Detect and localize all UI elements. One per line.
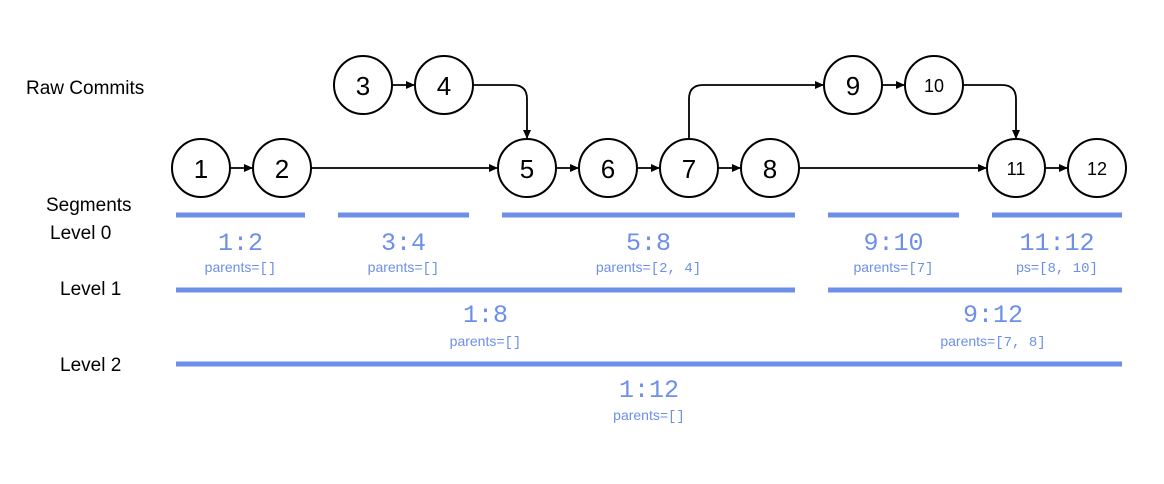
segment-parents: parents=[] xyxy=(613,407,685,425)
edge-10-to-11 xyxy=(963,84,1020,139)
commit-label: 9 xyxy=(846,71,860,101)
commit-edges xyxy=(230,81,1068,172)
segment-parents: ps=[8, 10] xyxy=(1016,259,1098,277)
segment-parents-key: parents= xyxy=(613,407,668,423)
segment-parents-value: [] xyxy=(423,261,440,277)
level2-label: Level 2 xyxy=(60,355,121,376)
commit-node-1: 1 xyxy=(171,138,231,198)
segment-range: 9:12 xyxy=(963,301,1023,330)
commit-circle xyxy=(986,138,1046,198)
segment-parents-value: [2, 4] xyxy=(651,261,701,277)
commit-node-7: 7 xyxy=(659,138,719,198)
segment-parents-key: parents= xyxy=(596,259,651,275)
segment-parents-key: parents= xyxy=(205,259,260,275)
commit-node-8: 8 xyxy=(740,138,800,198)
commit-circle xyxy=(171,138,231,198)
commit-circle xyxy=(1067,138,1127,198)
level0-label: Level 0 xyxy=(50,223,111,244)
commit-circle xyxy=(252,138,312,198)
commit-node-12: 12 xyxy=(1067,138,1127,198)
commit-label: 5 xyxy=(520,154,534,184)
commit-label: 3 xyxy=(356,71,370,101)
commit-circle xyxy=(497,138,557,198)
segment-bars: 1:2parents=[]3:4parents=[]5:8parents=[2,… xyxy=(176,212,1122,425)
segment-parents-key: parents= xyxy=(853,259,908,275)
segment-parents-value: [7, 8] xyxy=(995,335,1045,351)
segment-range: 1:8 xyxy=(463,301,508,330)
segment-parents: parents=[] xyxy=(450,333,522,351)
commit-label: 1 xyxy=(194,154,208,184)
edge-4-to-5 xyxy=(473,84,531,139)
segment-range: 1:2 xyxy=(218,229,263,258)
commit-node-10: 10 xyxy=(904,55,964,115)
commit-label: 11 xyxy=(1007,159,1026,179)
segment-range: 3:4 xyxy=(381,229,426,258)
segment-parents: parents=[2, 4] xyxy=(596,259,701,277)
segment-range: 9:10 xyxy=(863,229,923,258)
commit-node-2: 2 xyxy=(252,138,312,198)
commit-label: 10 xyxy=(924,76,944,96)
segment-parents-value: [] xyxy=(505,335,522,351)
commit-node-6: 6 xyxy=(578,138,638,198)
segment-parents-value: [7] xyxy=(908,261,933,277)
commit-label: 6 xyxy=(601,154,615,184)
level1-label: Level 1 xyxy=(60,279,121,300)
commit-circle xyxy=(823,55,883,115)
edge-7-to-9 xyxy=(688,81,824,139)
commit-label: 7 xyxy=(682,154,696,184)
segment-parents: parents=[] xyxy=(368,259,440,277)
commit-circle xyxy=(659,138,719,198)
commit-node-4: 4 xyxy=(414,55,474,115)
segment-range: 1:12 xyxy=(619,376,679,405)
segment-parents: parents=[7] xyxy=(853,259,933,277)
segment-level2-1-12: 1:12 parents=[] xyxy=(176,361,1122,425)
segment-parents-key: ps= xyxy=(1016,259,1039,275)
commit-circle xyxy=(904,55,964,115)
commit-label: 12 xyxy=(1087,159,1107,179)
segment-parents-key: parents= xyxy=(450,333,505,349)
raw-commits-label: Raw Commits xyxy=(26,78,144,99)
segment-level1-1-8: 1:8 parents=[] xyxy=(176,287,795,351)
segment-parents-key: parents= xyxy=(368,259,423,275)
commit-circle xyxy=(578,138,638,198)
segment-level1-9-12: 9:12 parents=[7, 8] xyxy=(828,287,1122,351)
commit-circle xyxy=(333,55,393,115)
commit-node-5: 5 xyxy=(497,138,557,198)
commit-label: 8 xyxy=(763,154,777,184)
segment-parents-value: [8, 10] xyxy=(1039,261,1098,277)
commit-node-3: 3 xyxy=(333,55,393,115)
commit-circle xyxy=(414,55,474,115)
segment-range: 5:8 xyxy=(626,229,671,258)
commit-node-9: 9 xyxy=(823,55,883,115)
segment-parents: parents=[] xyxy=(205,259,277,277)
segment-parents-value: [] xyxy=(260,261,277,277)
segment-range: 11:12 xyxy=(1019,229,1094,258)
commit-label: 2 xyxy=(275,154,289,184)
segment-parents-key: parents= xyxy=(940,333,995,349)
segment-parents-value: [] xyxy=(668,409,685,425)
segments-label: Segments xyxy=(46,195,132,216)
commit-node-11: 11 xyxy=(986,138,1046,198)
commit-label: 4 xyxy=(437,71,451,101)
commit-circle xyxy=(740,138,800,198)
segment-parents: parents=[7, 8] xyxy=(940,333,1045,351)
